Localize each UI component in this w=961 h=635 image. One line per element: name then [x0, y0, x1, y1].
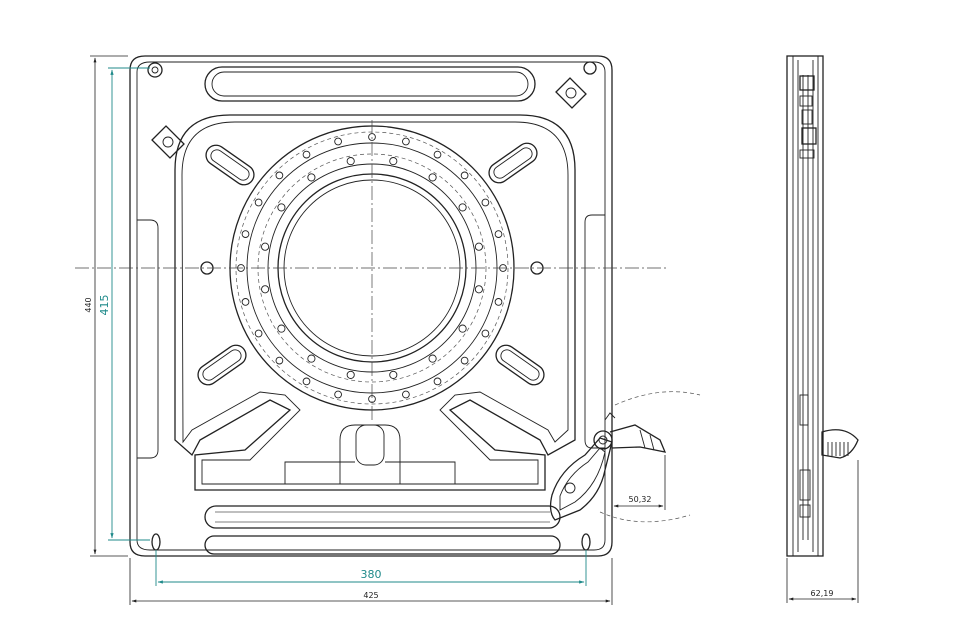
plate-inner-outline: [136, 61, 606, 551]
bolt-hole: [481, 329, 490, 338]
bolt-hole: [346, 157, 355, 166]
bolt-hole: [302, 377, 311, 386]
bolt-hole: [433, 150, 442, 159]
bolt-hole: [254, 329, 263, 338]
bolt-hole: [460, 171, 469, 180]
front-view: 440 415 380 425 50,32: [75, 55, 701, 605]
side-outer: [786, 55, 824, 557]
bolt-holes: [237, 133, 507, 403]
bottom-slot-2: [204, 535, 561, 555]
bolt-hole: [275, 356, 284, 365]
diag-slot-tl: [205, 144, 255, 186]
side-lever: [821, 429, 859, 459]
top-slot-inner: [211, 71, 529, 97]
dim-label-50-32: 50,32: [629, 495, 652, 504]
top-slot: [204, 66, 536, 102]
bolt-hole: [334, 137, 342, 146]
inner-frame: [174, 114, 576, 491]
dim-label-425: 425: [363, 591, 378, 600]
bolt-hole: [460, 356, 469, 365]
dim-label-415: 415: [98, 295, 111, 316]
bolt-hole: [307, 173, 316, 182]
bolt-hole: [277, 203, 286, 212]
side-block-top: [799, 75, 815, 91]
bolt-hole: [402, 137, 410, 146]
corner-hole-bl: [151, 533, 161, 551]
center-tab: [339, 424, 401, 484]
bolt-hole: [334, 390, 342, 399]
corner-hole-tl: [147, 62, 163, 78]
bolt-hole: [261, 242, 270, 251]
bolt-hole: [402, 390, 410, 399]
bolt-hole: [241, 230, 250, 238]
side-block-mid: [801, 127, 817, 145]
corner-hole-br: [581, 533, 591, 551]
bolt-hole: [389, 370, 398, 379]
bolt-hole: [458, 324, 467, 333]
bottom-slot-1: [204, 505, 561, 529]
diag-slot-tr: [488, 142, 538, 184]
bolt-hole: [428, 354, 437, 363]
bolt-hole: [428, 173, 437, 182]
bolt-hole: [261, 285, 270, 294]
bolt-hole: [241, 298, 250, 306]
corner-hole-tr: [583, 61, 597, 75]
bolt-hole: [307, 354, 316, 363]
side-view: 62,19: [786, 55, 859, 603]
bolt-hole: [389, 157, 398, 166]
bolt-hole: [481, 198, 490, 207]
clip-tl: [151, 125, 185, 159]
side-lever-ribs: [827, 442, 849, 456]
bolt-hole: [346, 370, 355, 379]
diag-slot-bl: [197, 344, 247, 386]
diag-slot-br: [495, 344, 545, 386]
bolt-hole: [302, 150, 311, 159]
bolt-hole: [474, 242, 483, 251]
bolt-hole: [458, 203, 467, 212]
dim-label-380: 380: [361, 568, 382, 581]
bolt-hole: [277, 324, 286, 333]
dim-label-440: 440: [84, 297, 93, 312]
dim-label-62-19: 62,19: [811, 589, 834, 598]
clip-tr: [555, 77, 587, 109]
release-lever: [549, 391, 701, 523]
bolt-hole: [275, 171, 284, 180]
plate-outline: [129, 55, 613, 557]
bolt-hole: [494, 230, 503, 238]
bolt-hole: [433, 377, 442, 386]
bolt-hole: [254, 198, 263, 207]
inner-frame-2: [181, 121, 569, 485]
bolt-hole: [474, 285, 483, 294]
bolt-hole: [494, 298, 503, 306]
